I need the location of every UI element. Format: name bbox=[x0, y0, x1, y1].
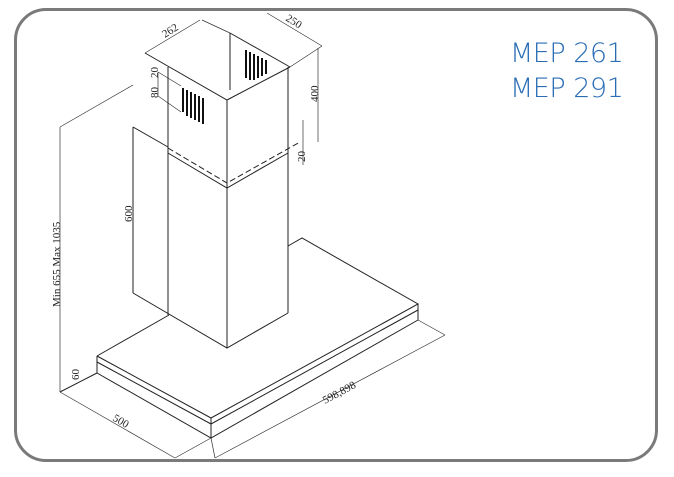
dim-60: 60 bbox=[70, 369, 82, 381]
vent-slots bbox=[157, 50, 267, 124]
model-name: MEP 291 bbox=[510, 73, 624, 104]
canopy bbox=[59, 237, 420, 439]
dim-20-bottom: 20 bbox=[296, 151, 308, 163]
dim-262: 262 bbox=[160, 22, 180, 41]
chimney-body bbox=[132, 67, 301, 349]
chimney-top bbox=[144, 12, 323, 101]
dim-500: 500 bbox=[111, 412, 132, 431]
dim-250: 250 bbox=[283, 12, 304, 31]
dim-80: 80 bbox=[149, 87, 161, 99]
model-name: MEP 261 bbox=[510, 38, 624, 69]
dim-total-height: Min 655 Max 1035 bbox=[51, 221, 63, 307]
dim-600: 600 bbox=[123, 205, 135, 222]
model-names: MEP 261 MEP 291 bbox=[510, 36, 624, 106]
dimension-lines bbox=[59, 48, 446, 459]
dim-400: 400 bbox=[309, 85, 321, 102]
dim-598-898: 598,898 bbox=[321, 379, 359, 407]
dim-20-top: 20 bbox=[149, 67, 161, 79]
diagram-frame bbox=[14, 8, 658, 462]
